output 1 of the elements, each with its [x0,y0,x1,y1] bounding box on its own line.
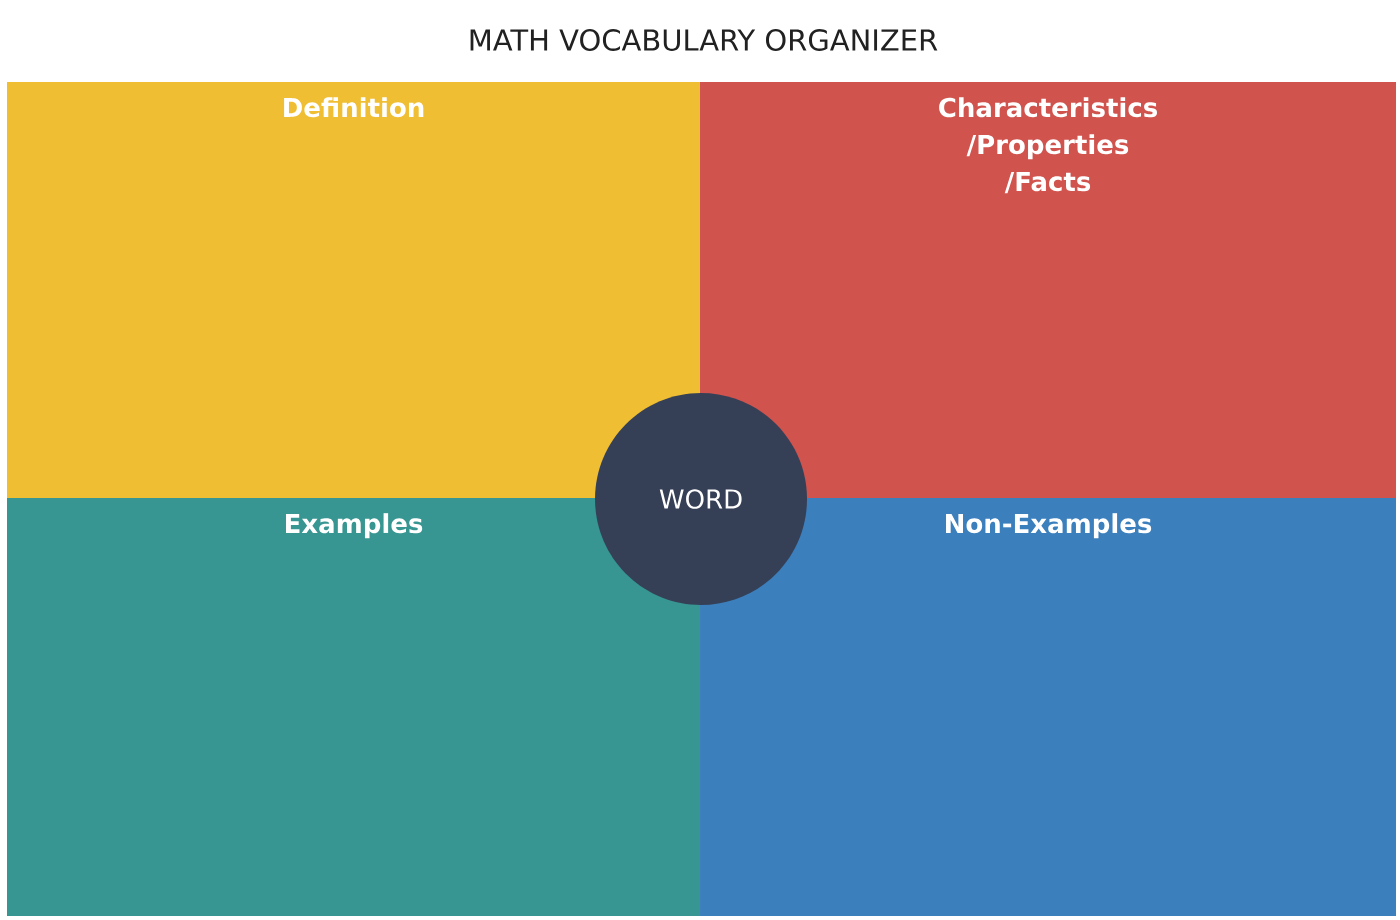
title: MATH VOCABULARY ORGANIZER [470,29,938,51]
